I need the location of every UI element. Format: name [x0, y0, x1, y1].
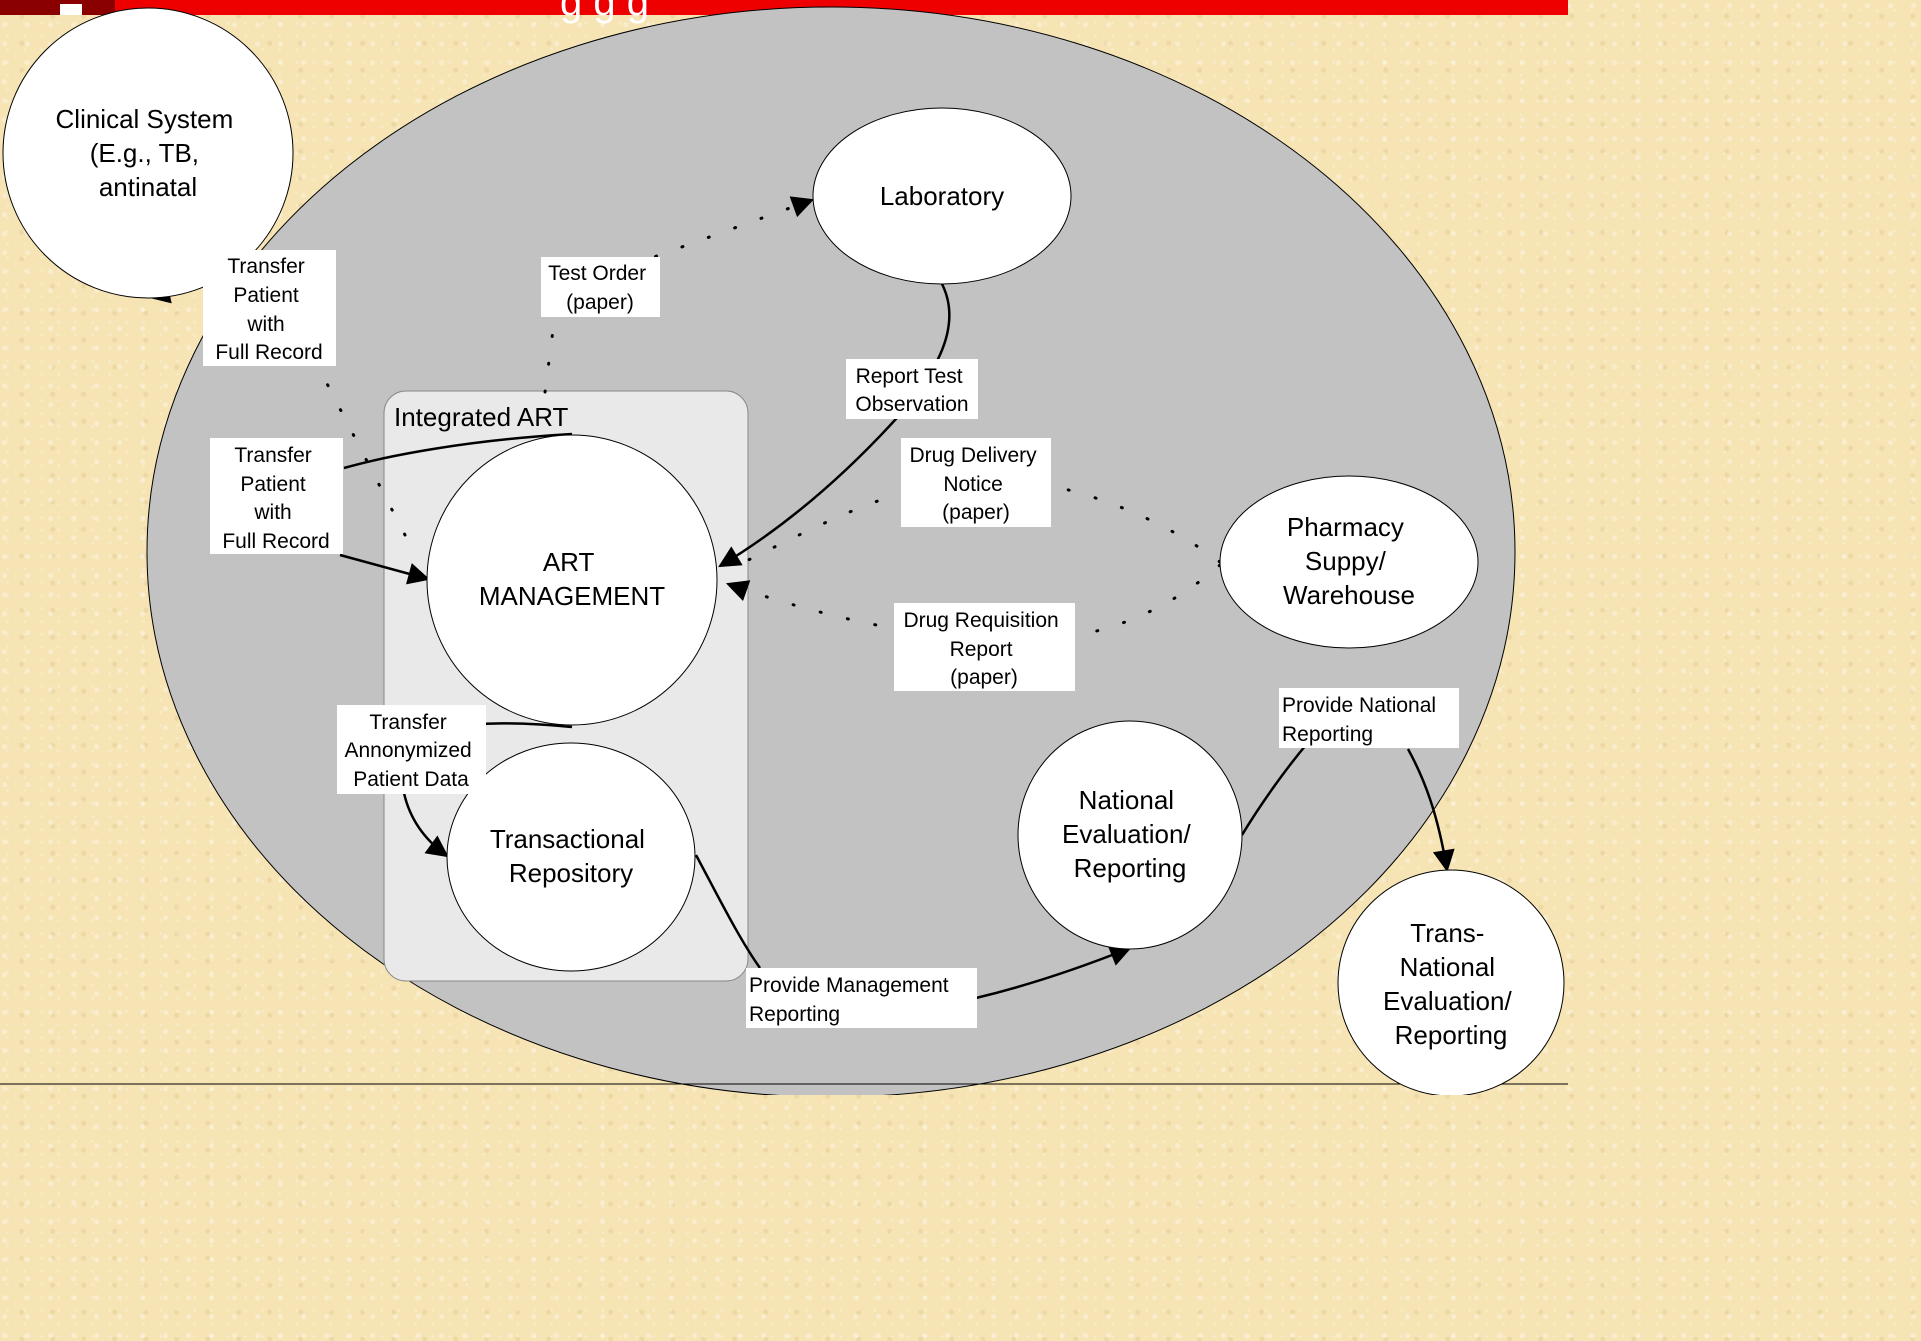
svg-text:ART MANAGEMENT: ART MANAGEMENT — [479, 547, 665, 611]
node-art-management: ART MANAGEMENT — [426, 434, 718, 726]
node-national-evaluation: National Evaluation/ Reporting — [1017, 720, 1243, 950]
svg-text:Transfer Patient w: Transfer Patient with Full Record — [222, 444, 329, 553]
label-test-order: Test Order (paper) — [541, 257, 660, 317]
edge-mgmt-reporting — [694, 854, 762, 969]
svg-text:Laboratory: Laboratory — [880, 181, 1004, 211]
edge-mgmt-reporting-arrow — [975, 945, 1133, 1000]
svg-text:Transactional Repository: Transactional Repository — [490, 824, 652, 888]
header-logo — [0, 0, 115, 15]
edge-national-reporting — [1240, 744, 1307, 836]
edge-transfer-in — [343, 432, 573, 470]
svg-text:Transfer Patient w: Transfer Patient with Full Record — [215, 255, 322, 364]
svg-text:National Evaluation/: National Evaluation/ Reporting — [1062, 785, 1198, 883]
node-pharmacy: Pharmacy Suppy/ Warehouse — [1219, 475, 1479, 649]
svg-text:Transfer Annonymized: Transfer Annonymized Patient Data — [344, 711, 477, 791]
node-laboratory: Laboratory — [812, 107, 1072, 285]
label-drug-delivery: Drug Delivery Notice (paper) — [901, 438, 1051, 527]
label-transfer-out: Transfer Patient with Full Record — [203, 250, 336, 366]
node-transactional-repository: Transactional Repository — [446, 742, 696, 972]
label-national-reporting: Provide National Reporting — [1279, 688, 1459, 748]
label-anonymized: Transfer Annonymized Patient Data — [337, 705, 486, 794]
label-drug-requisition: Drug Requisition Report (paper) — [894, 603, 1075, 691]
edge-drug-delivery — [726, 476, 1222, 572]
svg-text:Pharmacy Suppy/ Wa: Pharmacy Suppy/ Warehouse — [1283, 512, 1415, 610]
art-system-diagram: g g g Integrated ART Clinical System (E.… — [0, 0, 1568, 1095]
node-transnational-evaluation: Trans- National Evaluation/ Reporting — [1337, 869, 1565, 1095]
node-clinical-system: Clinical System (E.g., TB, antinatal — [2, 7, 294, 299]
svg-text:Report Test Observation: Report Test Observation — [855, 365, 968, 416]
svg-text:Test Order (paper): Test Order (paper) — [548, 262, 652, 314]
svg-text:Drug Delivery Notice: Drug Delivery Notice (paper) — [909, 444, 1042, 524]
edge-national-reporting-arrow — [1406, 748, 1455, 873]
label-mgmt-reporting: Provide Management Reporting — [746, 968, 977, 1028]
integrated-art-label: Integrated ART — [394, 402, 569, 432]
edge-report-test — [718, 283, 951, 568]
header-title: g g g — [560, 0, 649, 24]
edge-anonymized-arrow — [402, 792, 449, 858]
edge-drug-requisition — [725, 563, 1222, 643]
header-bar — [0, 0, 1568, 15]
label-transfer-in: Transfer Patient with Full Record — [210, 438, 343, 554]
svg-text:Clinical System (E.g., T: Clinical System (E.g., TB, antinatal — [56, 104, 241, 202]
svg-text:Provide National Reporti: Provide National Reporting — [1282, 694, 1442, 746]
label-report-test: Report Test Observation — [846, 359, 978, 419]
svg-text:Provide Management Repor: Provide Management Reporting — [749, 974, 954, 1026]
svg-text:Drug Requisition Report: Drug Requisition Report (paper) — [903, 609, 1064, 689]
edge-transfer-in-arrow — [339, 553, 431, 585]
svg-text:Trans- National Ev: Trans- National Evaluation/ Reporting — [1383, 918, 1519, 1050]
